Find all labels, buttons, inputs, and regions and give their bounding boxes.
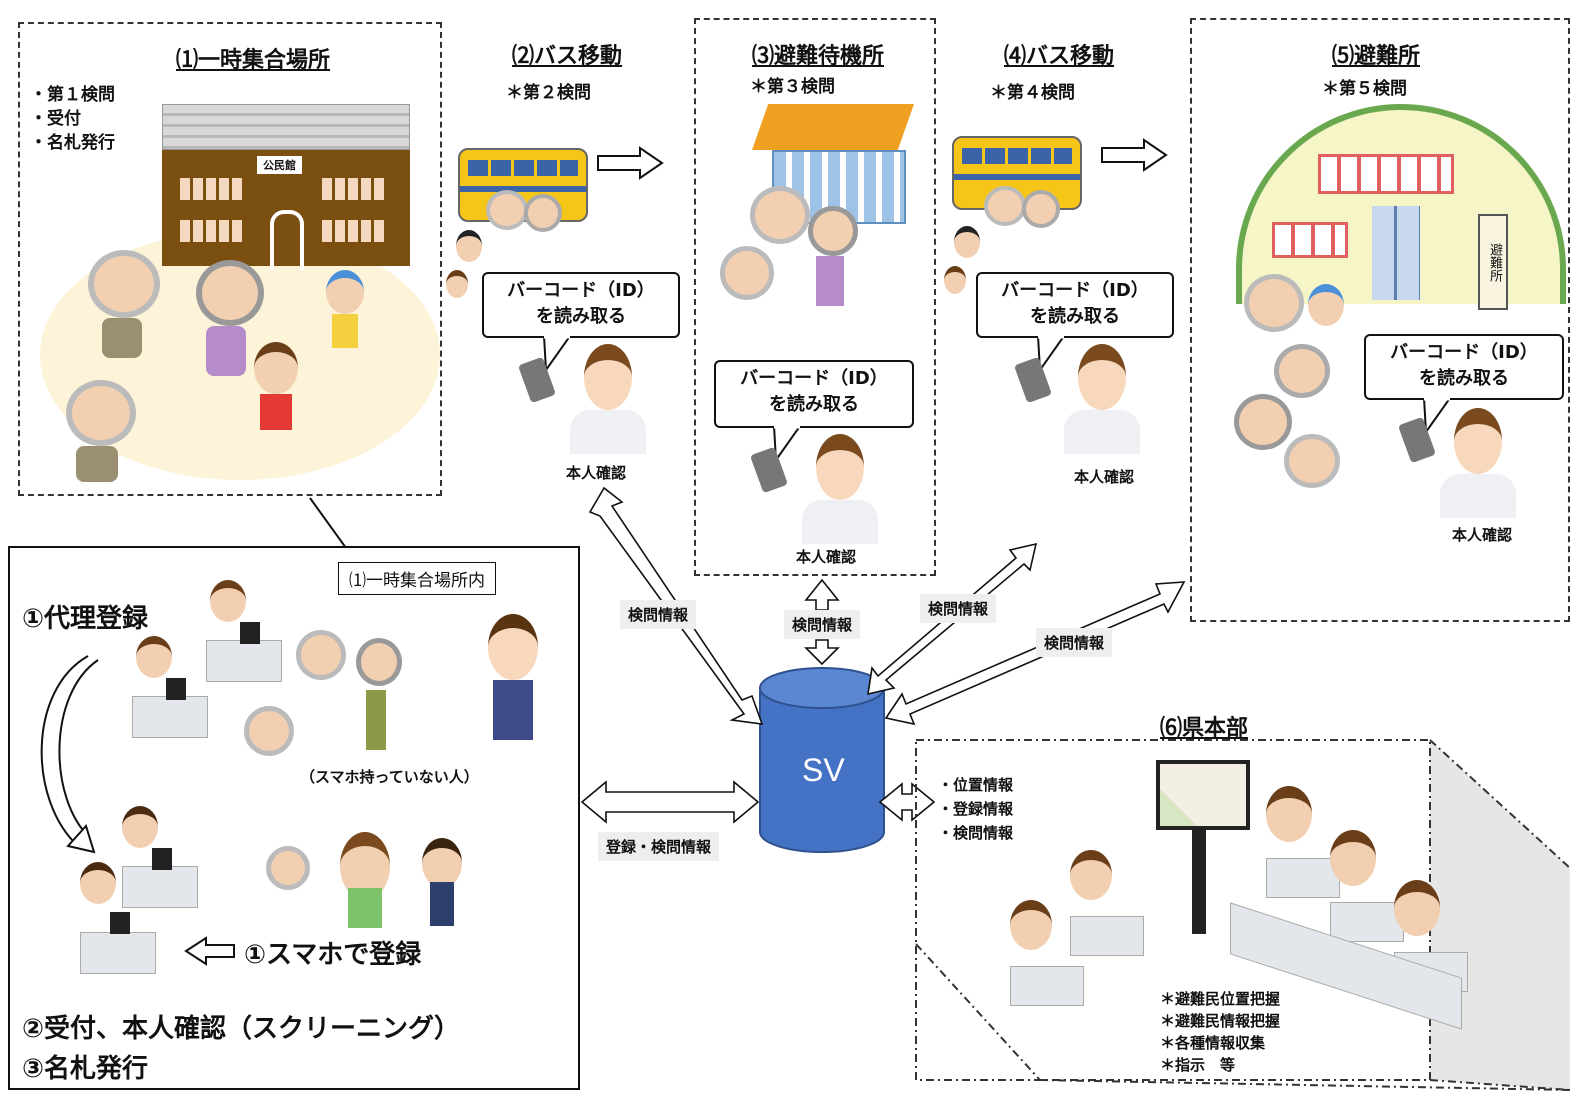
hq-room (915, 739, 1571, 1091)
passengers-icon (446, 190, 562, 310)
bubble-line-2: を読み取る (1419, 368, 1509, 389)
bus2-verify: 本人確認 (566, 464, 627, 482)
operator-desk-icon (196, 580, 286, 690)
left-arrow-icon (184, 936, 235, 966)
bubble-line-1: バーコード（ID） (1001, 280, 1149, 301)
hq-task-4: ＊指示 等 (1160, 1056, 1236, 1074)
elderly-person-icon (66, 380, 146, 482)
site5-box (1190, 18, 1570, 622)
site3-title: ⑶避難待機所 (752, 44, 885, 69)
operator-desk-icon (122, 636, 212, 746)
site3-bubble: バーコード（ID） を読み取る (714, 360, 914, 428)
map-monitor-icon (1156, 760, 1250, 940)
man-suit-icon (478, 614, 548, 740)
hq-info-2: ・登録情報 (938, 800, 1014, 818)
shelter-signboard: 避難所 (1478, 214, 1508, 310)
nametag-issue: ③名札発行 (22, 1054, 149, 1084)
registration-check-label: 登録・検問情報 (598, 832, 720, 861)
operator-desk-icon (112, 806, 202, 916)
inner-label: ⑴一時集合場所内 (338, 562, 496, 595)
inner-box (8, 546, 580, 1090)
bubble-line-2: を読み取る (769, 394, 859, 415)
passengers-icon (944, 186, 1060, 306)
smartphone-registration: ①スマホで登録 (244, 940, 422, 970)
bus4-bubble: バーコード（ID） を読み取る (976, 272, 1174, 338)
check-info-label: 検問情報 (1036, 628, 1113, 657)
hq-title: ⑹県本部 (1160, 716, 1249, 741)
check-info-label: 検問情報 (620, 600, 697, 629)
smartphone-users-icon (250, 826, 480, 936)
bus4-note: ＊第４検問 (990, 83, 1075, 103)
elderly-woman-icon (196, 260, 266, 376)
child-boy-icon (326, 270, 366, 360)
operator-desk-icon (70, 862, 160, 982)
right-arrow-icon (1101, 138, 1168, 172)
bubble-tail (1036, 336, 1066, 373)
bus4-verify: 本人確認 (1074, 468, 1135, 486)
server-cylinder (759, 667, 885, 853)
hq-task-1: ＊避難民位置把握 (1160, 990, 1281, 1008)
server-label: SV (802, 752, 845, 788)
site3-note: ＊第３検問 (750, 77, 835, 97)
site1-box (18, 22, 442, 496)
bus2-title: ⑵バス移動 (512, 44, 623, 69)
proxy-registration: ①代理登録 (22, 604, 149, 634)
hq-operator-icon (1266, 786, 1346, 898)
hq-operator-icon (1330, 830, 1410, 942)
staff-person-icon (570, 344, 650, 454)
staff-person-icon (802, 434, 882, 544)
bubble-line-2: を読み取る (1030, 306, 1120, 327)
evacuees-icon (700, 186, 860, 356)
hq-task-3: ＊各種情報収集 (1160, 1034, 1266, 1052)
site3-verify: 本人確認 (796, 548, 857, 566)
hq-operator-icon (1070, 850, 1150, 960)
bus2-bubble: バーコード（ID） を読み取る (482, 272, 680, 338)
site1-item-2: ・受付 (30, 109, 81, 129)
hq-task-2: ＊避難民情報把握 (1160, 1012, 1281, 1030)
community-hall-building: 公民館 (162, 104, 410, 270)
site1-item-3: ・名札発行 (30, 133, 115, 153)
evacuees-icon (1234, 264, 1374, 534)
check-info-label: 検問情報 (784, 610, 861, 639)
no-phone-label: （スマホ持っていない人） (300, 768, 479, 786)
site5-note: ＊第５検問 (1322, 79, 1407, 99)
site5-bubble: バーコード（ID） を読み取る (1364, 334, 1564, 400)
bus4-title: ⑷バス移動 (1004, 44, 1115, 69)
curved-arrow-icon (40, 655, 99, 854)
site1-item-1: ・第１検問 (30, 85, 115, 105)
reception-verification: ②受付、本人確認（スクリーニング） (22, 1014, 461, 1044)
hq-info-3: ・検問情報 (938, 824, 1014, 842)
bubble-line-2: を読み取る (536, 306, 626, 327)
check-info-label: 検問情報 (920, 594, 997, 623)
bubble-tail (772, 426, 802, 463)
site5-title: ⑸避難所 (1332, 44, 1421, 69)
child-girl-icon (254, 342, 304, 432)
site1-title: ⑴一時集合場所 (176, 48, 331, 73)
hq-info-1: ・位置情報 (938, 776, 1014, 794)
staff-person-icon (1440, 408, 1520, 518)
elderly-person-icon (88, 250, 168, 358)
bus2-note: ＊第２検問 (506, 83, 591, 103)
bubble-tail (542, 336, 572, 373)
site3-box (694, 18, 936, 576)
bubble-tail (1422, 398, 1452, 435)
community-hall-sign: 公民館 (257, 156, 302, 174)
bubble-line-1: バーコード（ID） (740, 368, 888, 389)
right-arrow-icon (597, 146, 664, 180)
elderly-group-icon (240, 630, 410, 760)
site5-verify: 本人確認 (1452, 526, 1513, 544)
bubble-line-1: バーコード（ID） (1390, 342, 1538, 363)
bubble-line-1: バーコード（ID） (507, 280, 655, 301)
staff-person-icon (1064, 344, 1144, 454)
hq-operator-icon (1010, 900, 1090, 1010)
